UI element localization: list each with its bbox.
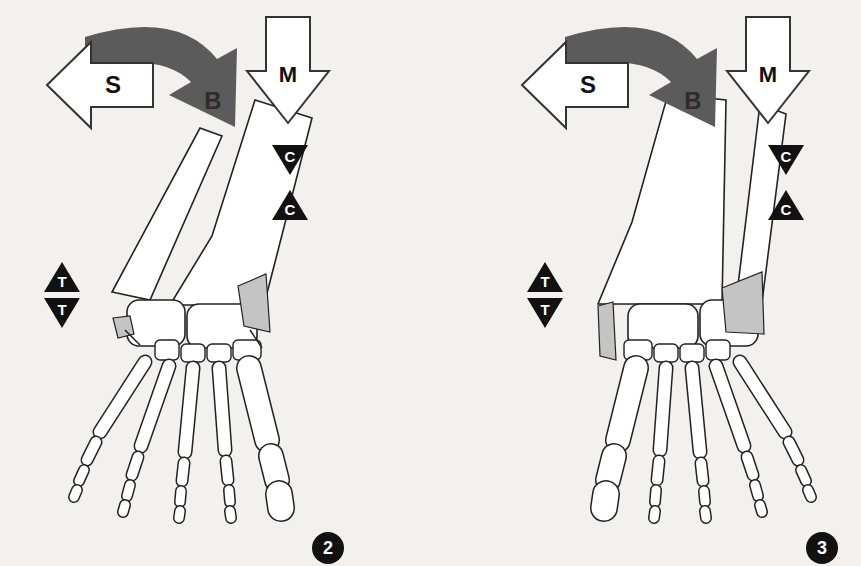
force-letter: B	[684, 89, 701, 113]
shear-arrow: S	[45, 40, 155, 130]
force-letter: T	[540, 302, 549, 317]
force-letter: T	[57, 302, 66, 317]
force-letter: 3	[817, 539, 827, 557]
figure-number: 3	[805, 531, 839, 565]
tension-marker: T	[44, 262, 80, 292]
force-letter: M	[759, 64, 777, 86]
force-letter: C	[781, 202, 792, 217]
force-letter: C	[285, 149, 296, 164]
force-letter: C	[285, 202, 296, 217]
compression-marker: C	[272, 145, 308, 175]
force-letter: S	[105, 73, 121, 97]
load-arrow: M	[245, 15, 331, 125]
compression-marker: C	[768, 190, 804, 220]
load-arrow: M	[725, 15, 811, 125]
shear-arrow: S	[520, 40, 630, 130]
shape-outline	[520, 40, 630, 130]
force-letter: S	[580, 73, 596, 97]
tension-marker: T	[44, 298, 80, 328]
compression-marker: C	[768, 145, 804, 175]
force-letter: M	[279, 64, 297, 86]
force-letter: 2	[323, 539, 333, 557]
tension-marker: T	[527, 298, 563, 328]
figure-number: 2	[311, 531, 345, 565]
force-letter: T	[540, 274, 549, 289]
compression-marker: C	[272, 190, 308, 220]
shape-outline	[45, 40, 155, 130]
tension-marker: T	[527, 262, 563, 292]
force-letter: T	[57, 274, 66, 289]
force-letter: C	[781, 149, 792, 164]
force-letter: B	[204, 89, 221, 113]
